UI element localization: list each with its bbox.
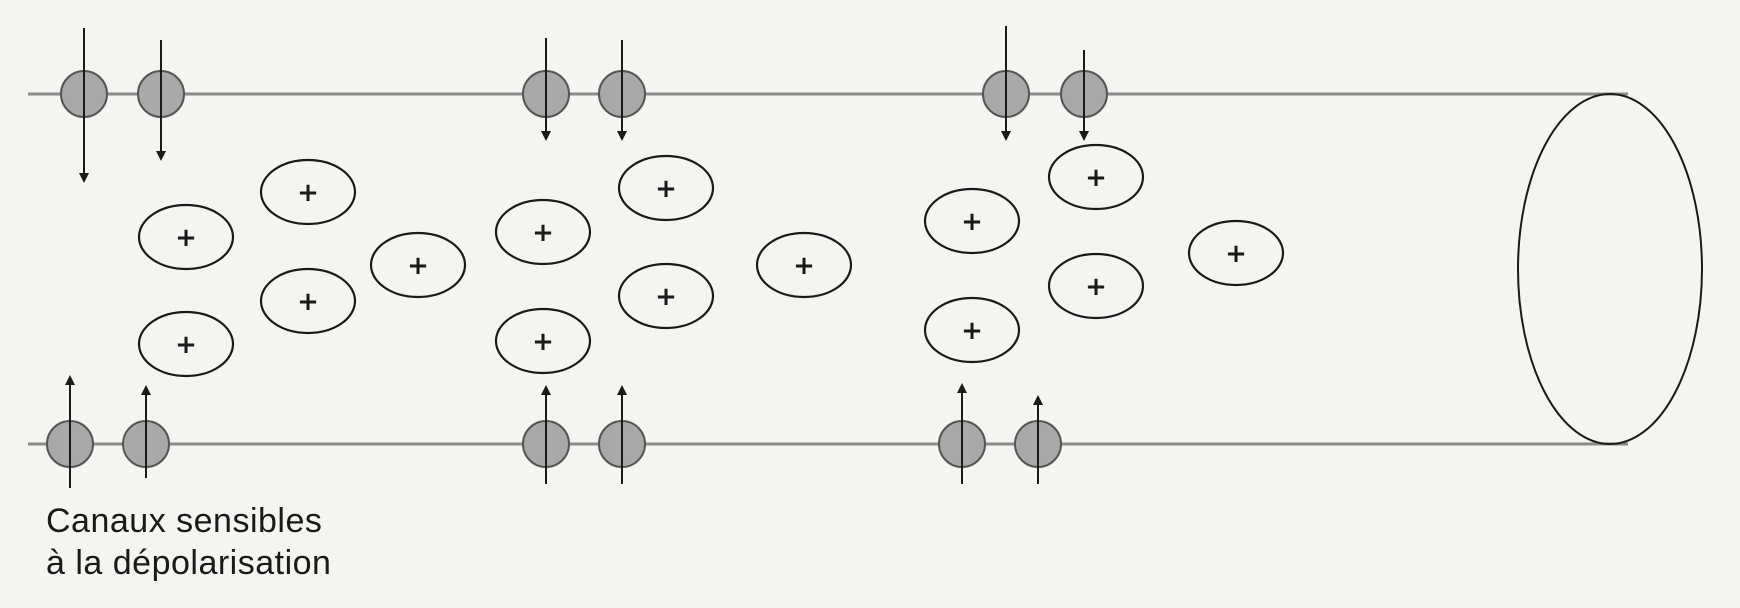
ion-channel (1060, 50, 1108, 141)
caption-line-2: à la dépolarisation (46, 544, 332, 582)
ion-channel (46, 375, 94, 488)
cation-circle (259, 267, 357, 335)
cation-charge-label: + (532, 218, 554, 248)
cation-circle (923, 296, 1021, 364)
cation: + (617, 154, 715, 222)
cation-charge-label: + (175, 223, 197, 253)
cation-charge-label: + (175, 330, 197, 360)
cation-charge-label: + (1085, 163, 1107, 193)
cations-group: + + + + + + + + + + + + + + + (137, 143, 1285, 378)
cation: + (923, 296, 1021, 364)
caption-line-1: Canaux sensibles (46, 502, 323, 540)
cation-charge-label: + (655, 282, 677, 312)
cation: + (755, 231, 853, 299)
cation-circle (755, 231, 853, 299)
cation-charge-label: + (655, 174, 677, 204)
cation-circle (137, 203, 235, 271)
cation: + (369, 231, 467, 299)
cation-charge-label: + (793, 251, 815, 281)
cation-circle (494, 307, 592, 375)
cation: + (259, 267, 357, 335)
ion-channel (522, 38, 570, 141)
cation-charge-label: + (297, 178, 319, 208)
cation: + (494, 198, 592, 266)
cation-circle (923, 187, 1021, 255)
axon-cross-section (1517, 93, 1703, 445)
cation-charge-label: + (961, 207, 983, 237)
cation-circle (617, 262, 715, 330)
cation-circle (1047, 143, 1145, 211)
ion-channel (982, 26, 1030, 141)
ion-channel (1014, 395, 1062, 484)
caption: Canaux sensibles à la dépolarisation (46, 500, 331, 584)
cation-circle (259, 158, 357, 226)
cation: + (494, 307, 592, 375)
ion-channel (522, 385, 570, 484)
cation: + (923, 187, 1021, 255)
ion-channel (938, 383, 986, 484)
ion-channel (137, 40, 185, 161)
ion-channel (60, 28, 108, 183)
cation-charge-label: + (1225, 239, 1247, 269)
ion-channel (122, 385, 170, 478)
cation-charge-label: + (532, 327, 554, 357)
cation-circle (1187, 219, 1285, 287)
cation-circle (369, 231, 467, 299)
cation: + (137, 203, 235, 271)
cation-circle (1047, 252, 1145, 320)
cation-charge-label: + (297, 287, 319, 317)
cation-circle (617, 154, 715, 222)
cation: + (1047, 252, 1145, 320)
cation: + (1187, 219, 1285, 287)
ion-channel (598, 40, 646, 141)
cation-charge-label: + (407, 251, 429, 281)
cation-circle (137, 310, 235, 378)
cation: + (137, 310, 235, 378)
cation-charge-label: + (961, 316, 983, 346)
cation: + (259, 158, 357, 226)
cation: + (1047, 143, 1145, 211)
channels-group (46, 26, 1108, 488)
cation: + (617, 262, 715, 330)
cation-circle (494, 198, 592, 266)
cation-charge-label: + (1085, 272, 1107, 302)
ion-channel (598, 385, 646, 484)
